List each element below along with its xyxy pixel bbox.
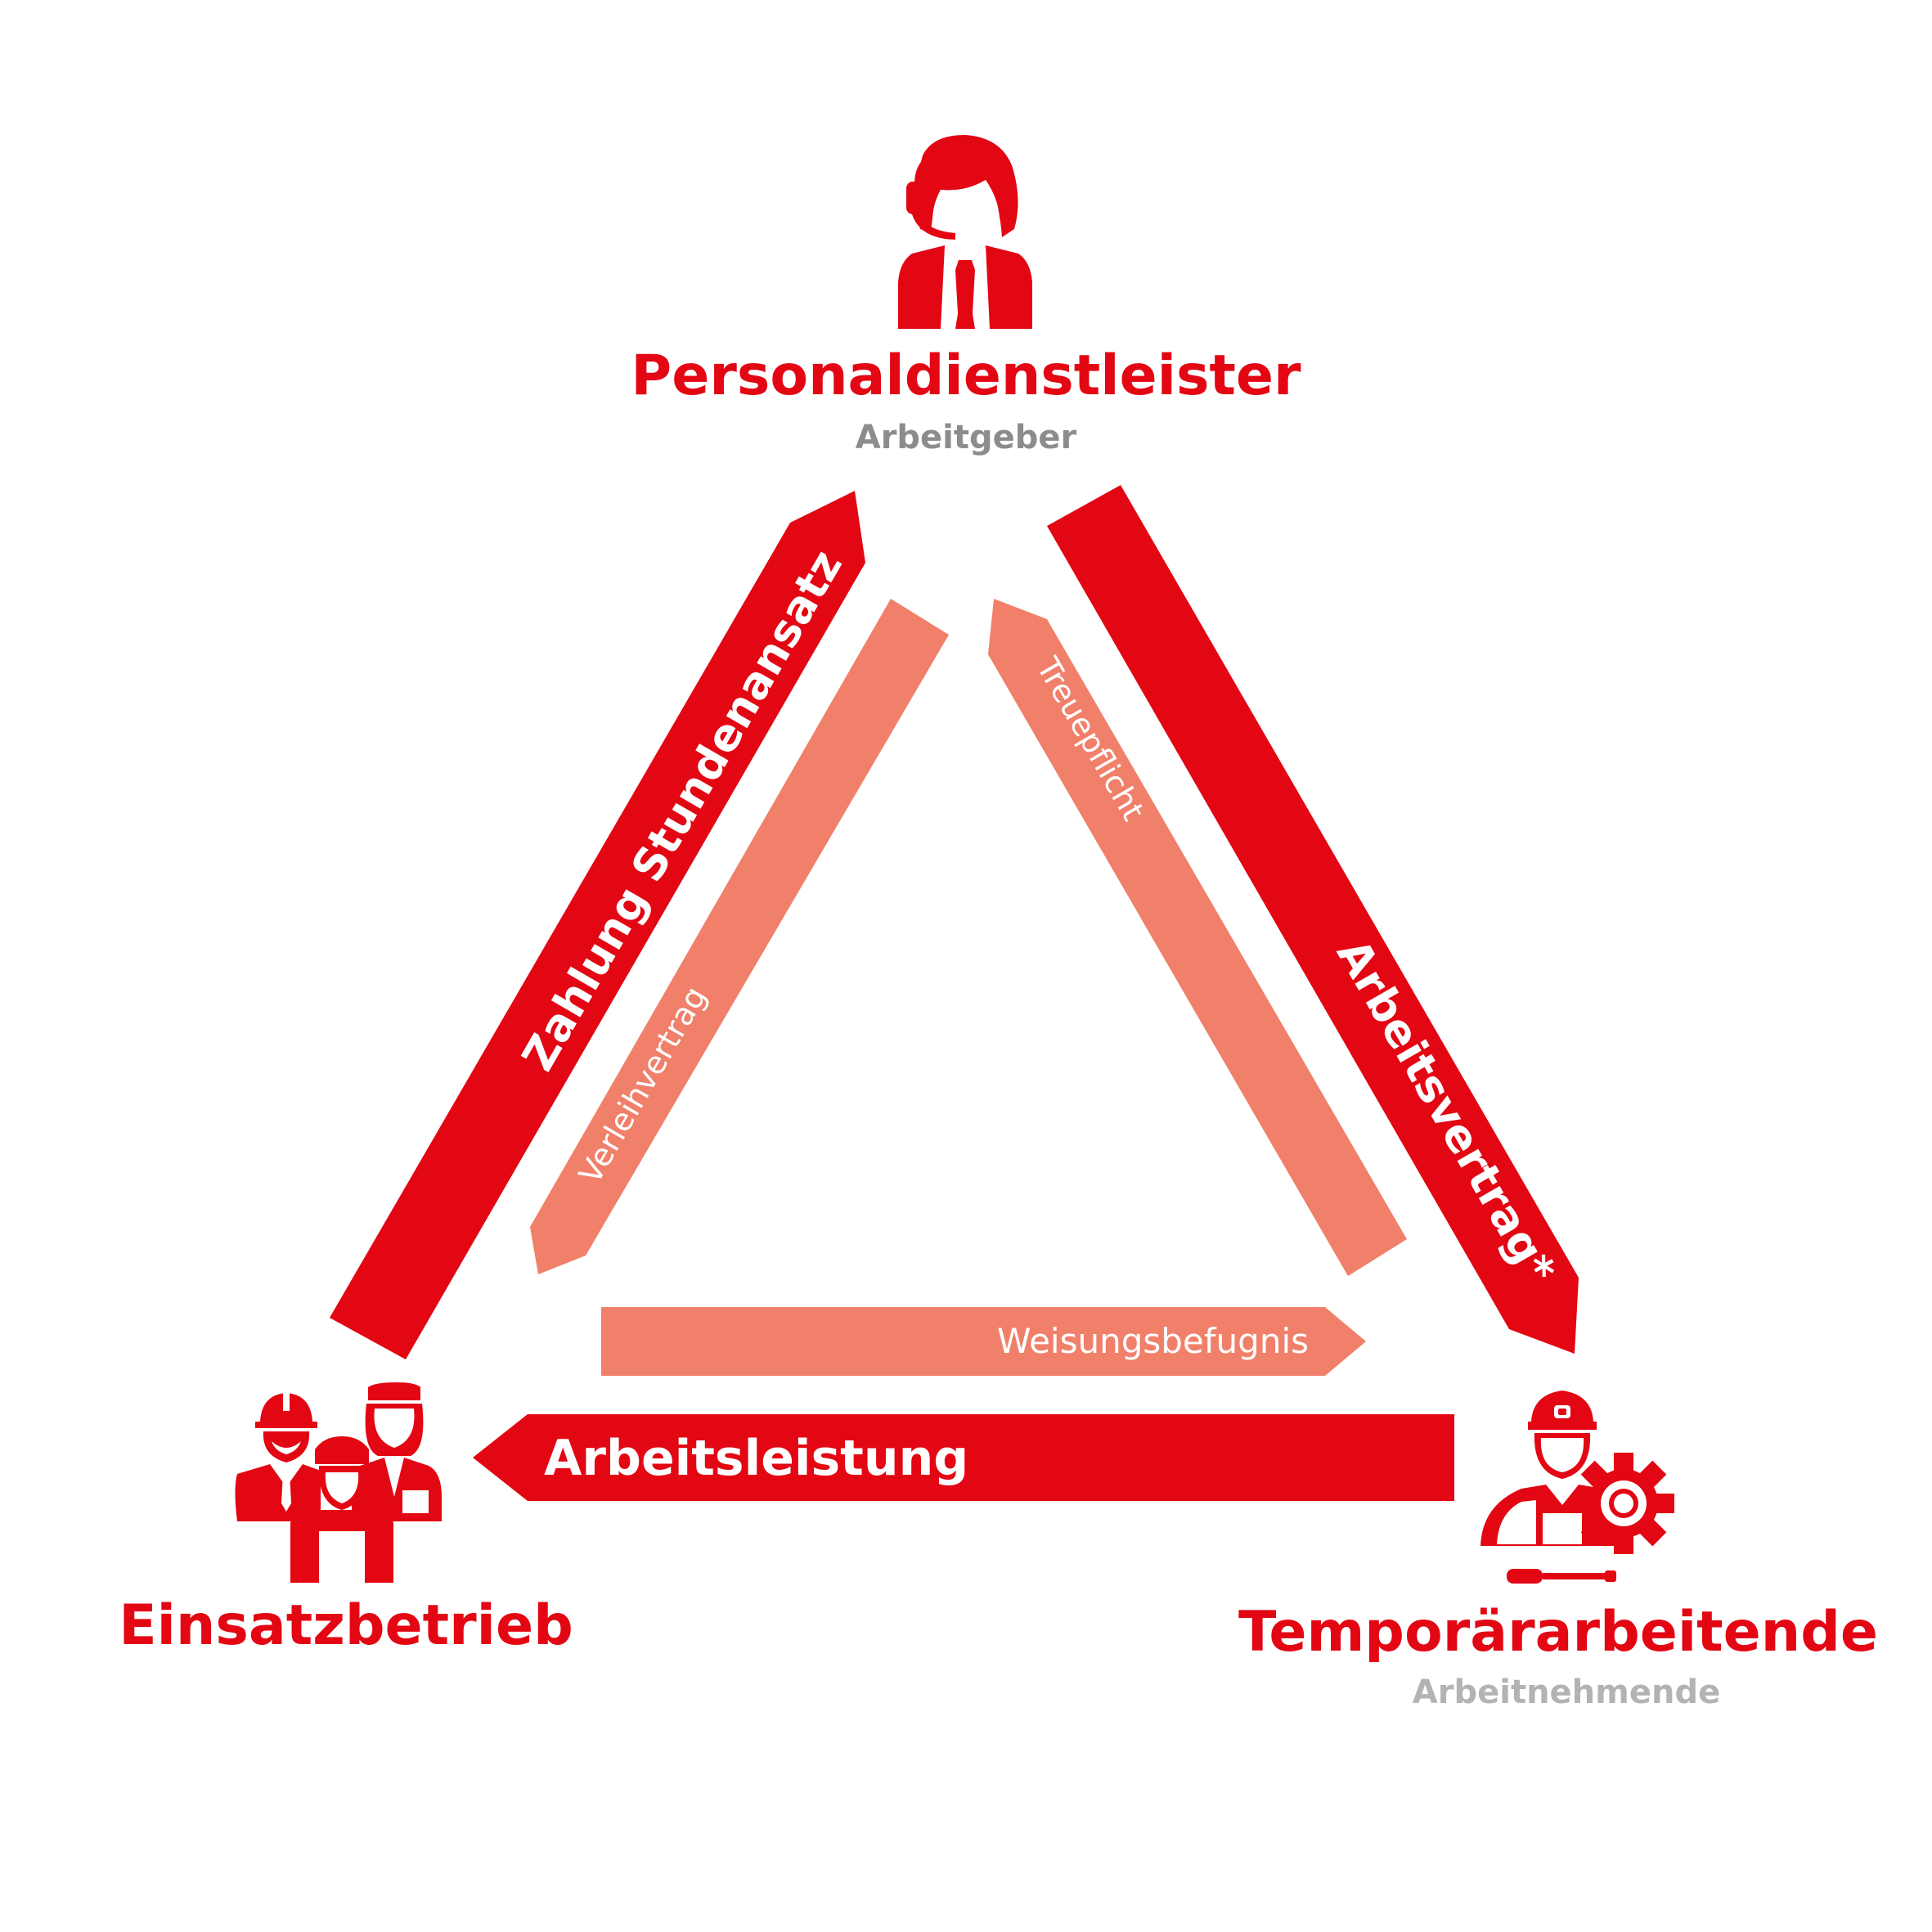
weisungsbefugnis-arrow <box>601 1307 1366 1376</box>
left-node-title: Einsatzbetrieb <box>119 1593 573 1658</box>
arbeitsleistung-arrow <box>473 1414 1454 1501</box>
right-node-title: Temporärarbeitende <box>1238 1600 1878 1665</box>
treuepflicht-arrow <box>988 599 1407 1276</box>
headset-agent-icon <box>898 135 1032 329</box>
weisungsbefugnis-label: Weisungsbefugnis <box>997 1321 1309 1361</box>
top-node-subtitle: Arbeitgeber <box>856 419 1077 456</box>
arbeitsvertrag-arrow <box>1047 485 1579 1354</box>
verleihvertrag-arrow <box>530 599 949 1274</box>
mechanic-gear-icon <box>1480 1391 1674 1584</box>
right-node-subtitle: Arbeitnehmende <box>1413 1674 1720 1711</box>
workers-group-icon <box>235 1382 442 1583</box>
arbeitsleistung-label: Arbeitsleistung <box>544 1430 968 1487</box>
zahlung-stundenansatz-arrow <box>330 491 865 1359</box>
top-node-title: Personaldienstleister <box>631 344 1301 408</box>
